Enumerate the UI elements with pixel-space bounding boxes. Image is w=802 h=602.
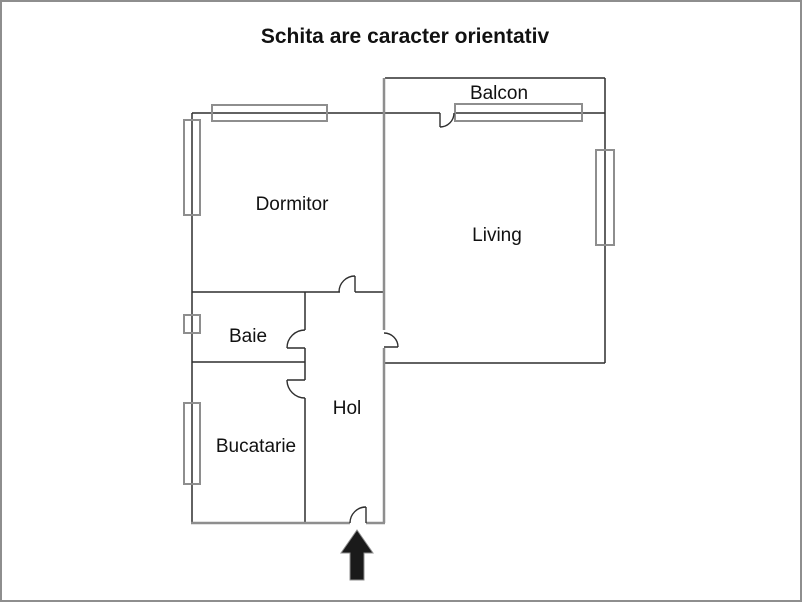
gray-walls xyxy=(191,78,386,525)
window-balcony xyxy=(454,103,583,122)
window-bucatarie-left xyxy=(183,402,201,485)
window-dormitor-left xyxy=(183,119,201,216)
room-label-hol: Hol xyxy=(333,398,362,419)
door-baie xyxy=(286,329,306,349)
door-living xyxy=(383,332,399,348)
room-labels: Balcon Dormitor Living Baie Hol Bucatari… xyxy=(216,83,528,457)
room-label-balcon: Balcon xyxy=(470,83,528,104)
walls xyxy=(191,77,606,523)
plan-title: Schita are caracter orientativ xyxy=(261,25,550,48)
entrance-arrow xyxy=(340,529,374,581)
door-dormitor xyxy=(338,275,356,293)
room-label-baie: Baie xyxy=(229,326,267,347)
windows xyxy=(183,103,615,485)
window-dormitor-top xyxy=(211,104,328,122)
window-living-right xyxy=(595,149,615,246)
doors xyxy=(286,112,455,524)
door-entrance xyxy=(349,506,367,524)
window-baie-left xyxy=(183,314,201,334)
room-label-living: Living xyxy=(472,225,522,246)
room-label-bucatarie: Bucatarie xyxy=(216,436,296,457)
door-balcony xyxy=(439,112,455,128)
door-bucatarie xyxy=(286,379,306,399)
room-label-dormitor: Dormitor xyxy=(256,194,330,215)
